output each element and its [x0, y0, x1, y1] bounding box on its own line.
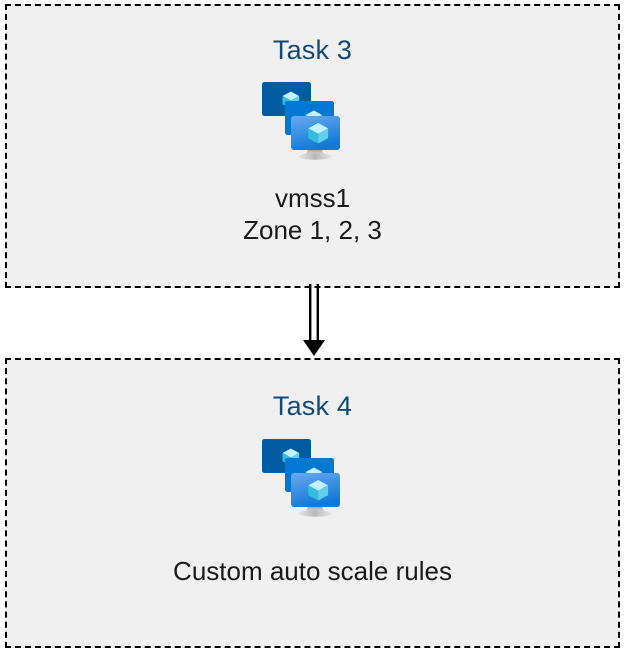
task-box-task-3[interactable]: Task 3	[5, 4, 620, 288]
double-line-arrow-icon	[303, 284, 325, 356]
task-3-caption-line-1: vmss1	[274, 183, 351, 213]
task-3-caption-line-2: Zone 1, 2, 3	[243, 214, 382, 245]
virtual-machine-scale-set-icon	[261, 82, 340, 160]
task-4-caption: Custom auto scale rules	[7, 556, 618, 588]
virtual-machine-scale-set-icon	[261, 439, 340, 517]
task-box-task-4[interactable]: Task 4	[5, 358, 620, 648]
task-3-heading: Task 3	[272, 35, 353, 65]
task-3-caption: vmss1 Zone 1, 2, 3	[7, 183, 618, 246]
task-4-heading: Task 4	[272, 391, 353, 421]
task-4-caption-line-1: Custom auto scale rules	[173, 556, 452, 586]
